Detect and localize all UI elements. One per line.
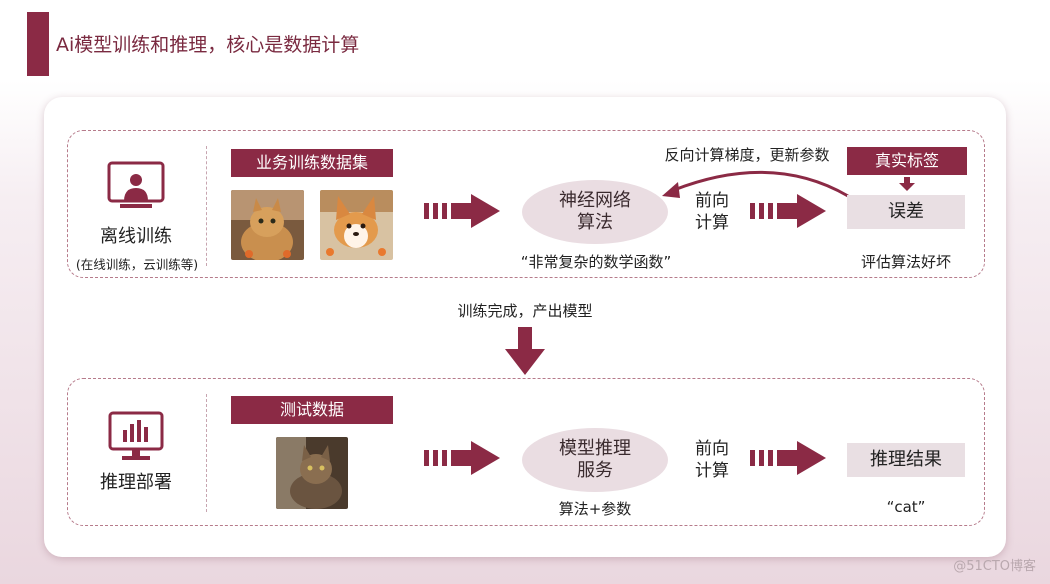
result-caption: “cat”: [886, 498, 926, 516]
backprop-arrow: [662, 170, 849, 198]
inference-result-box: 推理结果: [847, 443, 965, 477]
offline-training-sublabel: (在线训练，云训练等): [75, 257, 199, 272]
forward-line2: 计算: [695, 461, 729, 481]
nn-caption: “非常复杂的数学函数”: [520, 253, 672, 271]
cat-photo: [231, 190, 304, 260]
dog-photo: [320, 190, 393, 260]
service-label-line1: 模型推理: [559, 438, 631, 459]
inference-panel: [67, 378, 985, 526]
nn-label-line2: 算法: [577, 212, 613, 233]
backprop-caption: 反向计算梯度，更新参数: [664, 146, 830, 164]
offline-training-label: 离线训练: [100, 226, 172, 247]
bar-chart-monitor-icon: [108, 411, 164, 460]
test-data-tag: 测试数据: [231, 396, 393, 424]
forward-line1: 前向: [695, 439, 729, 459]
panel-divider: [206, 146, 207, 266]
down-arrow-large: [505, 327, 545, 375]
inference-service-node: 模型推理服务: [522, 428, 668, 492]
training-monitor-icon: [107, 161, 165, 208]
flow-arrow: [750, 194, 826, 228]
flow-arrow: [424, 194, 500, 228]
flow-arrow: [424, 441, 500, 475]
error-box: 误差: [847, 195, 965, 229]
inference-label: 推理部署: [100, 472, 172, 493]
ground-truth-tag: 真实标签: [847, 147, 967, 175]
title-accent-bar: [27, 12, 49, 76]
forward-line1: 前向: [695, 191, 729, 211]
watermark: @51CTO博客: [953, 559, 1036, 574]
forward-line2: 计算: [695, 213, 729, 233]
transition-caption: 训练完成，产出模型: [457, 302, 593, 320]
flow-arrow: [750, 441, 826, 475]
page-title: Ai模型训练和推理，核心是数据计算: [56, 34, 360, 56]
neural-network-node: 神经网络算法: [522, 180, 668, 244]
test-cat-photo: [276, 437, 348, 509]
inference-forward-label: 前向 计算: [686, 438, 738, 482]
nn-label-line1: 神经网络: [559, 190, 631, 211]
down-arrow-small: [899, 177, 915, 191]
offline-training-panel: [67, 130, 985, 278]
service-caption: 算法+参数: [558, 500, 632, 518]
error-caption: 评估算法好坏: [860, 253, 951, 271]
forward-compute-label: 前向 计算: [686, 190, 738, 234]
dataset-tag: 业务训练数据集: [231, 149, 393, 177]
panel-divider: [206, 394, 207, 512]
service-label-line2: 服务: [577, 460, 613, 481]
